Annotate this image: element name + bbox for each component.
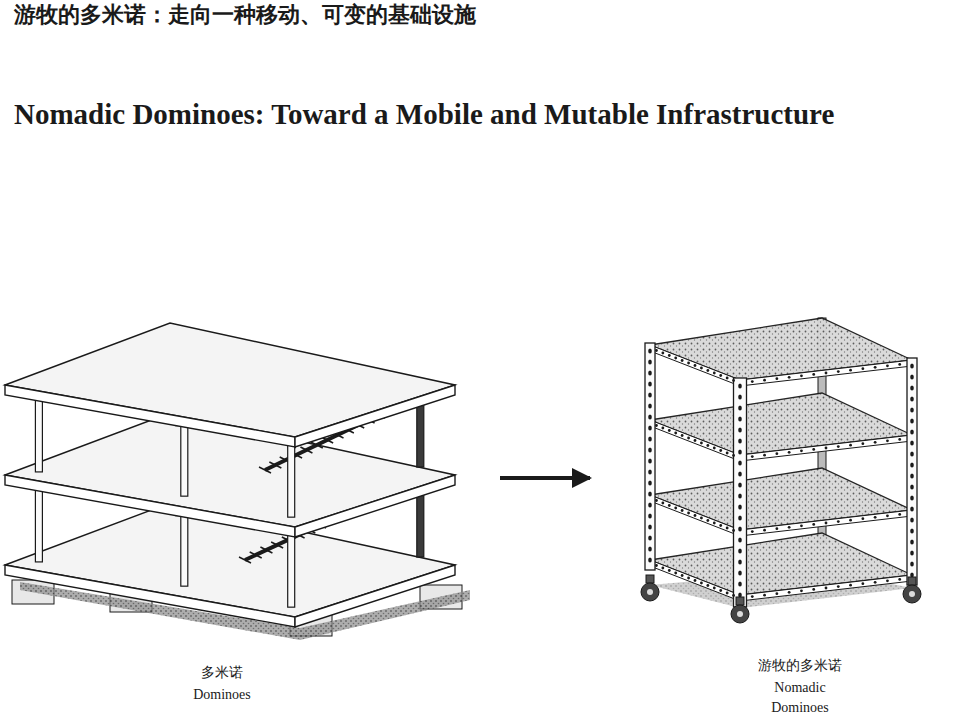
caption: Dominoes (162, 686, 282, 704)
title: 游牧的多米诺：走向一种移动、可变的基础设施 (14, 0, 476, 30)
shelf-cart (641, 318, 921, 623)
caption: 多米诺 (162, 664, 282, 682)
caption: 游牧的多米诺 (730, 657, 870, 675)
domino-frame (5, 323, 470, 640)
subtitle: Nomadic Dominoes: Toward a Mobile and Mu… (14, 98, 834, 131)
transform-arrow (500, 476, 590, 480)
caption: Nomadic Dominoes (760, 678, 840, 715)
